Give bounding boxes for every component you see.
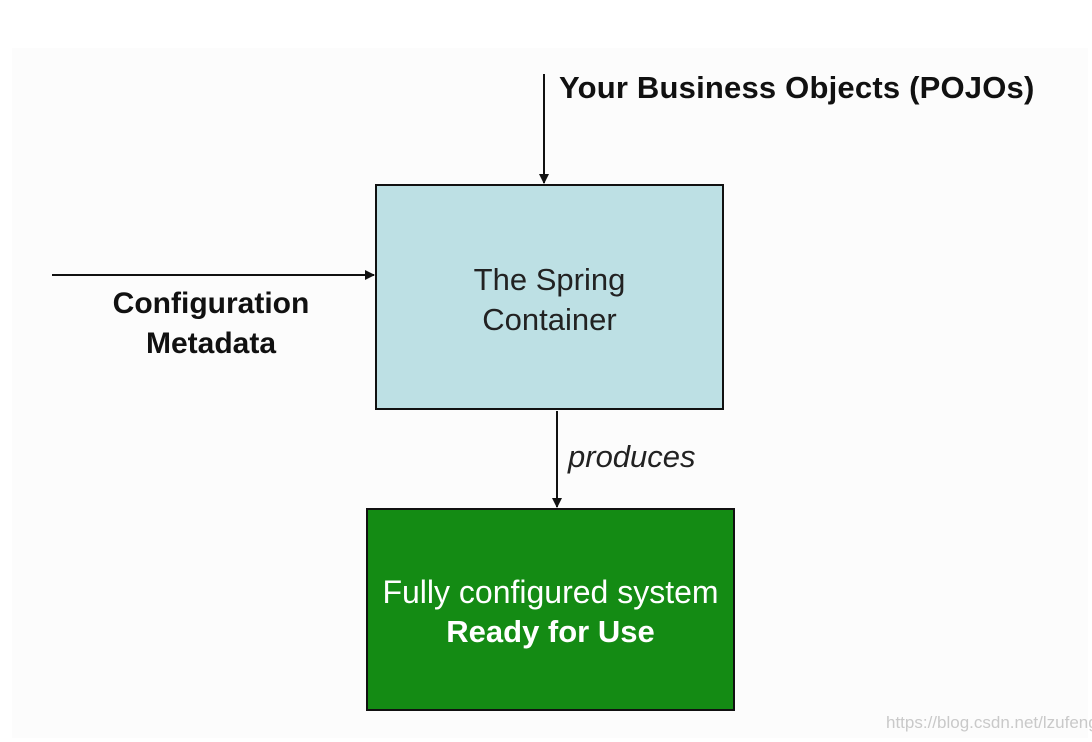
configuration-metadata-label: Configuration Metadata [92,284,330,364]
watermark-text: https://blog.csdn.net/lzufeng [886,713,1092,732]
spring-container-box: The Spring Container [375,184,724,410]
spring-container-line-1: The Spring [473,262,626,297]
configuration-label-line-1: Configuration [112,287,310,320]
pojo-label: Your Business Objects (POJOs) [559,70,1035,105]
fully-configured-system-box: Fully configured system Ready for Use [366,508,735,711]
ready-box-line-1: Fully configured system [382,574,719,610]
spring-container-line-2: Container [482,302,617,337]
ready-box-line-2: Ready for Use [446,614,655,649]
configuration-label-line-2: Metadata [145,327,277,360]
produces-label: produces [568,439,696,474]
